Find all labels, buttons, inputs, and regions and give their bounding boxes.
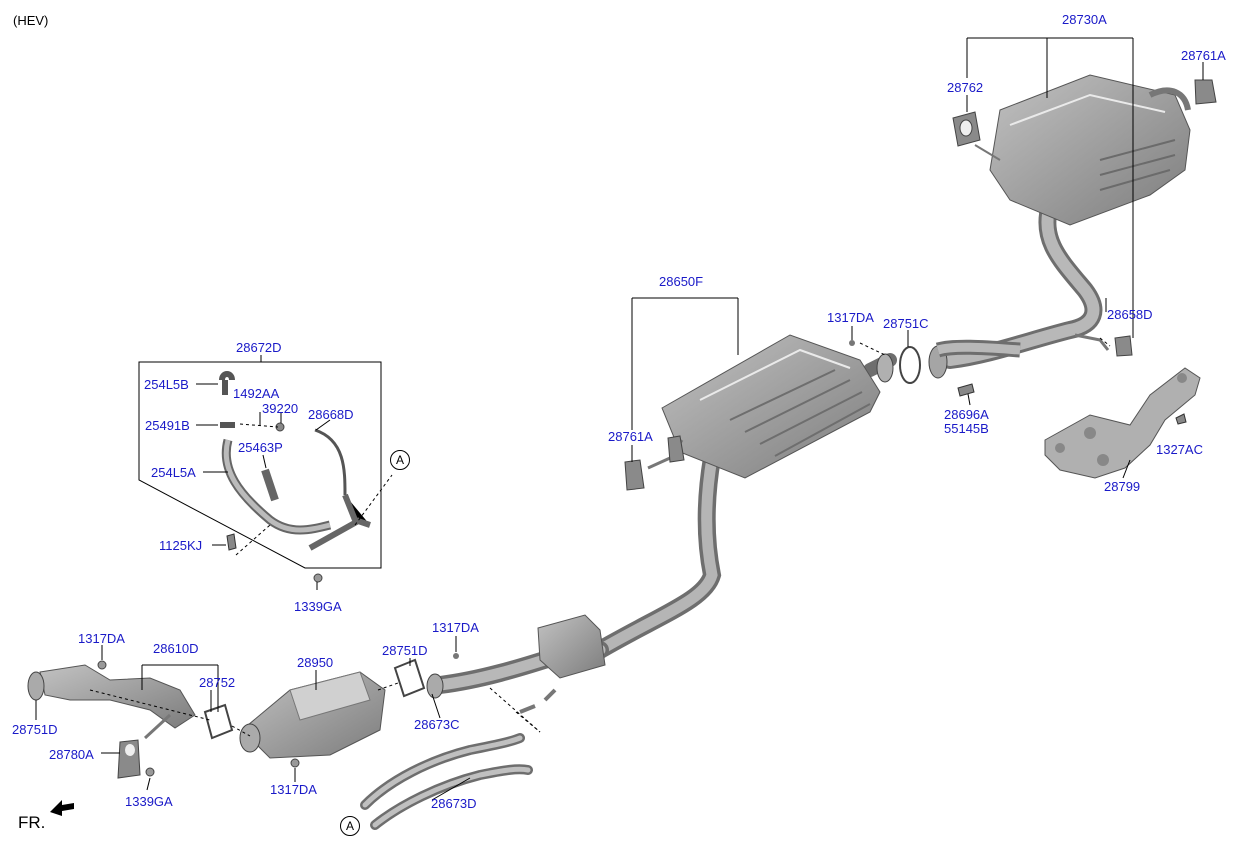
heat-shield-28799 (1044, 367, 1201, 479)
part-label-28761A-mid[interactable]: 28761A (608, 429, 653, 444)
leader-lines (35, 37, 1204, 801)
gasket-28751D-mid (393, 658, 444, 699)
callout-a-top: A (390, 450, 410, 470)
rubber-hanger-28761A-top (1194, 79, 1217, 105)
part-label-28672D[interactable]: 28672D (236, 340, 282, 355)
part-label-28650F[interactable]: 28650F (659, 274, 704, 289)
hanger-28780A (117, 739, 141, 779)
nut-icon-1317DA-mid (849, 340, 855, 346)
rear-muffler-assembly (941, 74, 1191, 369)
part-label-28668D[interactable]: 28668D (308, 407, 354, 422)
part-label-1339GA-box[interactable]: 1339GA (294, 599, 342, 614)
part-label-1339GA-bottom[interactable]: 1339GA (125, 794, 173, 809)
part-label-28696A[interactable]: 28696A (944, 407, 989, 422)
nut-icon-1339GA-box (313, 573, 323, 583)
detail-box-28672D (138, 361, 382, 569)
part-label-25463P[interactable]: 25463P (238, 440, 283, 455)
part-label-55145B[interactable]: 55145B (944, 421, 989, 436)
front-direction-arrow-icon (50, 800, 74, 816)
front-pipe-28673C (431, 614, 609, 714)
nut-icon-1317DA-center (453, 653, 459, 659)
nut-icon-1339GA-bottom (145, 767, 155, 777)
front-direction-label: FR. (18, 813, 46, 832)
bolt-icon-28696A (957, 383, 975, 397)
part-label-28752[interactable]: 28752 (199, 675, 236, 690)
nut-icon-1317DA-bottom (290, 758, 300, 768)
front-catalyst-28610D (27, 664, 196, 740)
hanger-28658D (1074, 333, 1133, 357)
dashed-connector-lines (89, 337, 1111, 737)
center-muffler-assembly (591, 334, 897, 659)
part-label-28610D[interactable]: 28610D (153, 641, 199, 656)
part-label-1317DA-left[interactable]: 1317DA (78, 631, 125, 646)
part-label-1327AC[interactable]: 1327AC (1156, 442, 1203, 457)
part-label-254L5B[interactable]: 254L5B (144, 377, 189, 392)
part-label-28658D[interactable]: 28658D (1107, 307, 1153, 322)
part-label-1125KJ[interactable]: 1125KJ (159, 538, 203, 553)
pipes-28673D (360, 733, 533, 830)
part-label-28673D[interactable]: 28673D (431, 796, 477, 811)
part-label-39220[interactable]: 39220 (262, 401, 299, 416)
part-label-28751D-left[interactable]: 28751D (12, 722, 58, 737)
part-label-28761A-top[interactable]: 28761A (1181, 48, 1226, 63)
callout-a-bottom: A (340, 816, 360, 836)
part-label-28780A[interactable]: 28780A (49, 747, 94, 762)
part-label-28730A[interactable]: 28730A (1062, 12, 1107, 27)
part-label-1317DA-mid[interactable]: 1317DA (827, 310, 874, 325)
rubber-hanger-28762 (952, 111, 981, 147)
part-label-28673C[interactable]: 28673C (414, 717, 460, 732)
part-label-1317DA-bottom[interactable]: 1317DA (270, 782, 317, 797)
part-label-28762[interactable]: 28762 (947, 80, 984, 95)
bolt-icon-1125KJ (226, 533, 237, 551)
rubber-hanger-28761A-mid (624, 435, 685, 491)
part-label-254L5A[interactable]: 254L5A (151, 465, 196, 480)
part-label-28751D-mid[interactable]: 28751D (382, 643, 428, 658)
variant-label: (HEV) (13, 13, 49, 28)
part-label-1317DA-center[interactable]: 1317DA (432, 620, 479, 635)
part-label-1492AA[interactable]: 1492AA (233, 386, 280, 401)
nut-icon-1317DA-left (97, 660, 107, 670)
part-label-28950[interactable]: 28950 (297, 655, 334, 670)
part-label-28799[interactable]: 28799 (1104, 479, 1141, 494)
catalytic-converter-28950 (239, 671, 386, 759)
part-label-25491B[interactable]: 25491B (145, 418, 190, 433)
nut-icon-1327AC (1175, 413, 1187, 425)
part-label-28751C[interactable]: 28751C (883, 316, 929, 331)
gasket-28751C (876, 339, 1021, 384)
